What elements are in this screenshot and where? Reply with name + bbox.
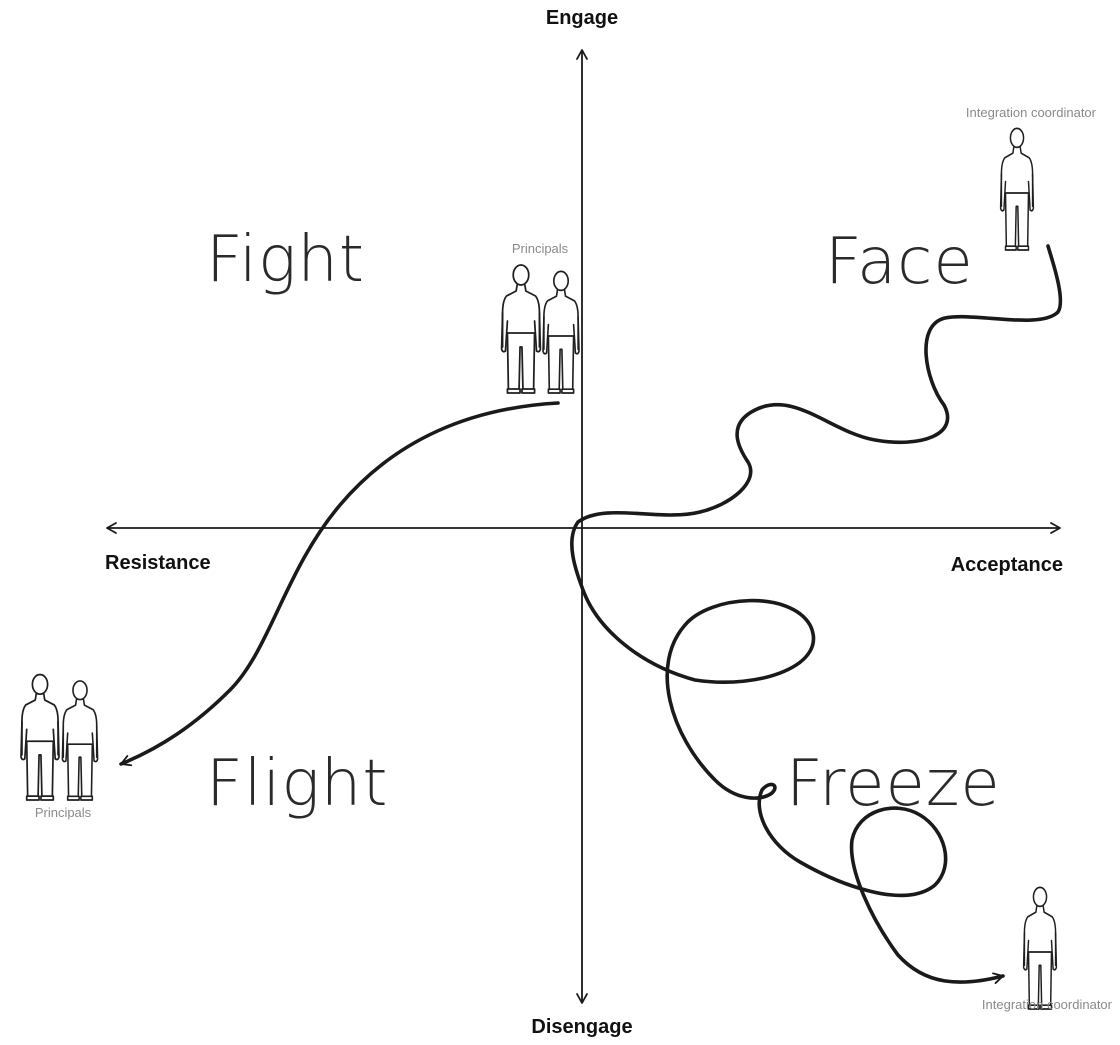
axis-label-disengage: Disengage (531, 1017, 632, 1037)
principals-path (121, 403, 558, 764)
quadrant-label-face: Face (825, 230, 974, 294)
coordinator-top-label: Integration coordinator (966, 106, 1096, 119)
principals-bottom-icon (21, 675, 98, 800)
principals-bottom-label: Principals (35, 806, 91, 819)
two-people-icon (21, 675, 98, 800)
coordinator-bottom-label: Integration coordinator (982, 998, 1112, 1011)
axis-label-resistance: Resistance (105, 553, 211, 573)
coordinator-top-icon (1001, 128, 1034, 250)
coordinator-bottom-icon (1024, 887, 1057, 1009)
axes (107, 50, 1060, 1003)
quadrant-label-freeze: Freeze (786, 752, 1001, 816)
coordinator-path (572, 246, 1061, 982)
principals-top-icon (502, 265, 579, 393)
axis-label-engage: Engage (546, 8, 618, 28)
two-people-icon (502, 265, 579, 393)
quadrant-label-fight: Fight (206, 228, 365, 292)
principals-top-label: Principals (512, 242, 568, 255)
quadrant-label-flight: Flight (206, 752, 388, 816)
person-icon (1024, 887, 1057, 1009)
person-icon (1001, 128, 1034, 250)
axis-label-acceptance: Acceptance (951, 555, 1063, 575)
